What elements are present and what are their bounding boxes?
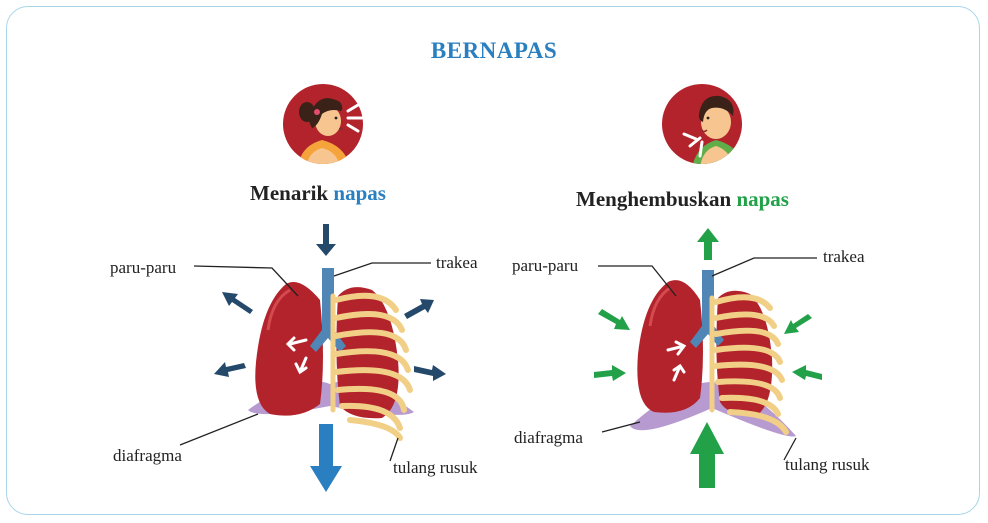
- inhale-diaphragm-arrow-icon: [310, 424, 342, 492]
- exhale-arrow-right-left-icon: [594, 365, 626, 381]
- inhale-arrow-left-icon: [214, 362, 246, 377]
- exhale-left-lung: [637, 280, 703, 413]
- inhale-arrow-upright-icon: [404, 299, 434, 319]
- exhale-arrow-up-icon: [697, 228, 719, 260]
- exhale-lungs-illustration: [594, 228, 822, 488]
- exhale-diaphragm-arrow-icon: [690, 422, 724, 488]
- exhale-arrow-left-right-icon: [792, 365, 822, 380]
- inhale-arrow-right-icon: [414, 365, 446, 381]
- inhale-arrow-down-icon: [316, 224, 336, 256]
- inhale-arrow-upleft-icon: [222, 292, 253, 314]
- exhale-arrow-downright-left-icon: [598, 309, 630, 330]
- exhale-arrow-downleft-right-icon: [784, 314, 812, 334]
- exhale-avatar-icon: [662, 84, 744, 168]
- inhale-avatar-icon: [283, 84, 363, 168]
- inhale-lungs-illustration: [180, 224, 446, 492]
